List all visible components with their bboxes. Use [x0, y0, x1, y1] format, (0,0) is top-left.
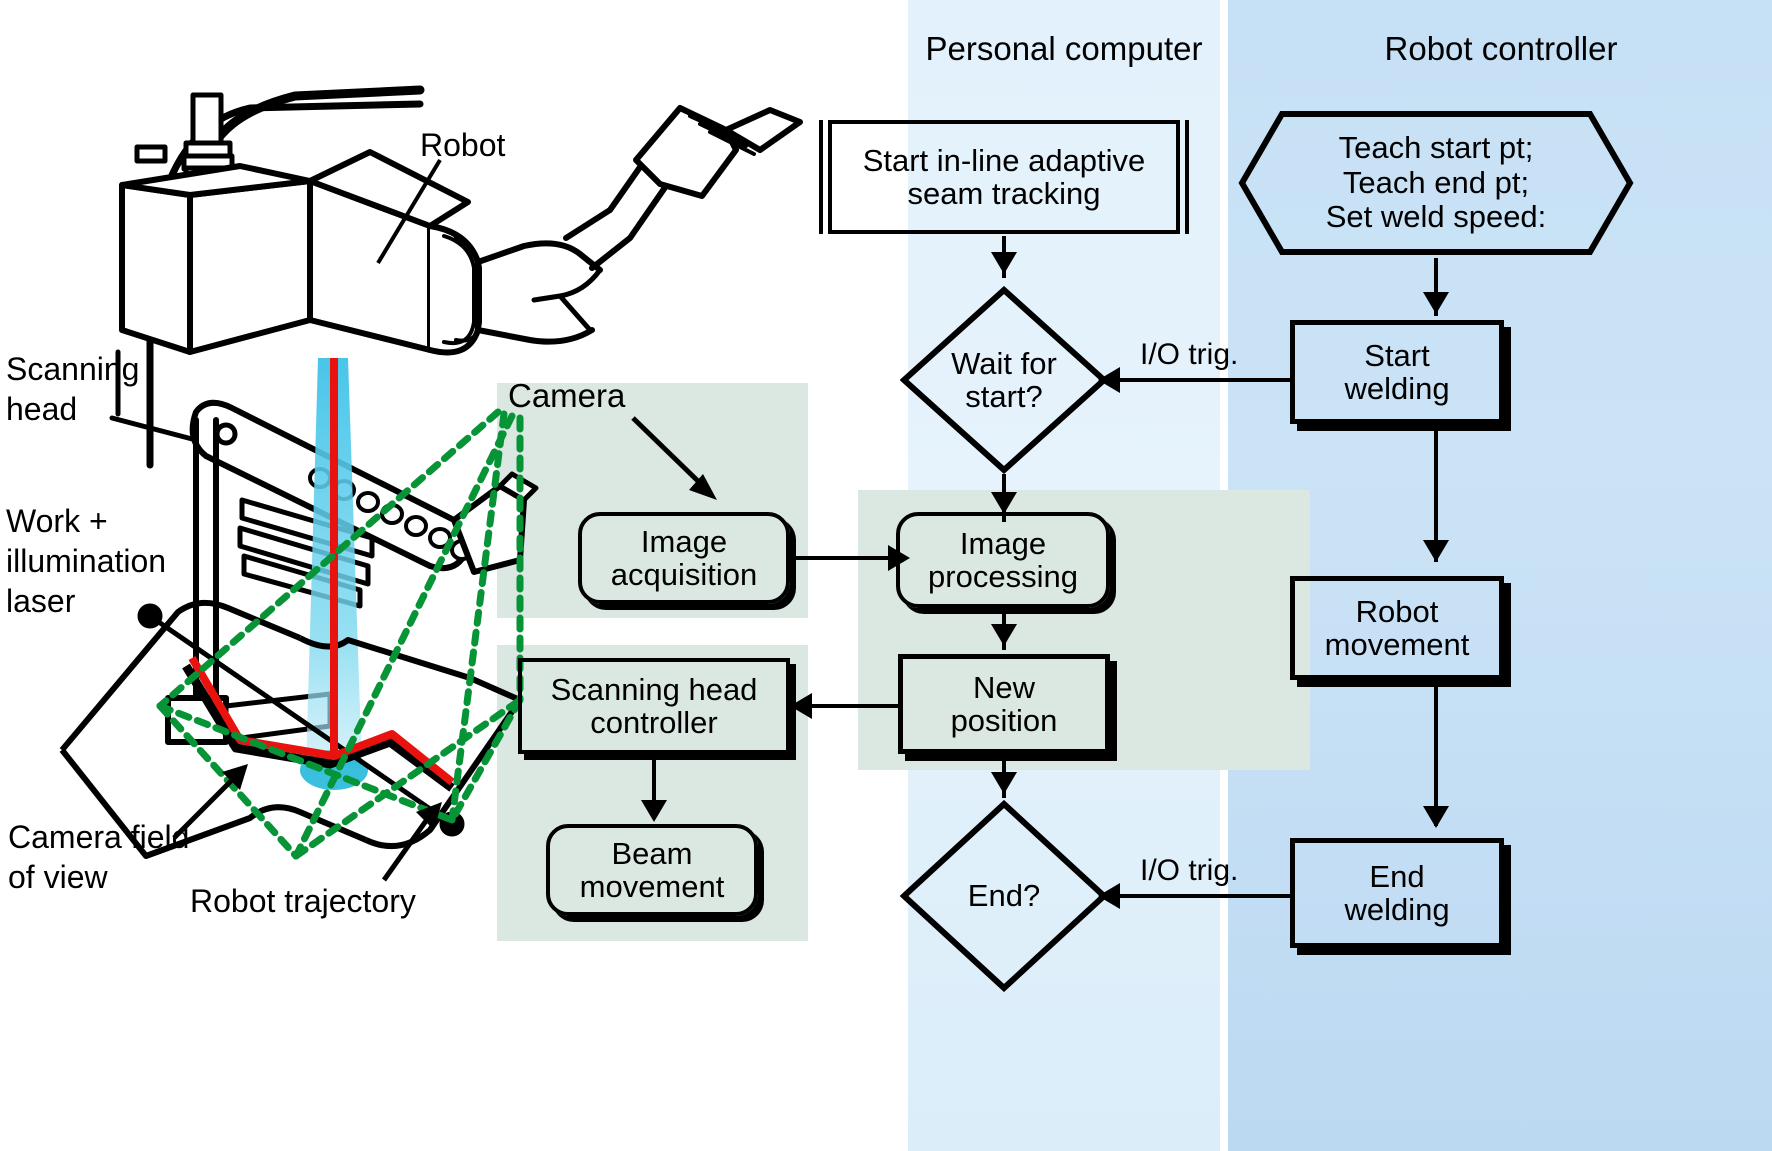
end-welding-node[interactable]: End welding [1290, 838, 1504, 948]
laser-welding-setup-illustration [59, 85, 803, 860]
edge-acquisition-to-processing [796, 556, 894, 560]
personal-computer-title: Personal computer [925, 30, 1203, 67]
edge-start-welding-to-movement [1434, 430, 1438, 562]
scanning-head-controller-line1: Scanning head [550, 671, 758, 707]
image-acquisition-line2: acquisition [610, 557, 758, 592]
camera-fov-leader-arrow [172, 764, 248, 840]
image-processing-line1: Image [959, 525, 1047, 561]
edge-newpos-to-end-arrowhead [991, 772, 1017, 794]
processing-panel-background [858, 490, 1310, 770]
image-acquisition-line1: Image [640, 523, 728, 559]
robot-trajectory-label: Robot trajectory [190, 883, 416, 919]
camera-field-of-view [156, 408, 524, 860]
robot-movement-node[interactable]: Robot movement [1290, 576, 1504, 680]
edge-wait-to-processing-arrowhead [991, 492, 1017, 514]
teach-line2: Teach end pt; [1342, 164, 1530, 200]
edge-movement-to-end-welding-arrowhead [1423, 806, 1449, 828]
start-welding-node[interactable]: Start welding [1290, 320, 1504, 424]
image-processing-node[interactable]: Image processing [896, 512, 1110, 608]
new-position-node[interactable]: New position [898, 654, 1110, 754]
beam-movement-line1: Beam [611, 835, 693, 871]
wait-for-start-line2: start? [965, 379, 1043, 414]
start-seam-tracking-line1: Start in-line adaptive [862, 142, 1146, 178]
scanning-head-controller-line2: controller [590, 705, 718, 740]
edge-newpos-to-controller-arrowhead [790, 693, 812, 719]
robot-controller-title: Robot controller [1384, 30, 1618, 67]
robot-leader-line [376, 158, 442, 265]
edge-controller-to-beam [652, 758, 656, 808]
edge-movement-to-end-welding [1434, 686, 1438, 826]
edge-start-welding-to-movement-arrowhead [1423, 540, 1449, 562]
end-welding-line1: End [1369, 858, 1425, 894]
wait-for-start-line1: Wait for [951, 345, 1057, 381]
edge-end-welding-to-end-arrowhead [1098, 883, 1120, 909]
new-position-line1: New [972, 669, 1035, 705]
work-laser-label-line1: Work + [6, 503, 108, 539]
camera-label: Camera [508, 377, 626, 414]
robot-movement-line2: movement [1324, 627, 1470, 662]
camera-panel-background [497, 383, 808, 618]
end-decision-label: End? [967, 878, 1041, 914]
edge-start-welding-to-wait [1110, 378, 1290, 382]
camera-fov-label-line2: of view [8, 859, 108, 895]
edge-start-to-wait-arrowhead [991, 252, 1017, 274]
work-laser-label-line2: illumination [6, 543, 167, 579]
scanning-head-label-line1: Scanning [6, 351, 140, 387]
beam-movement-line2: movement [579, 869, 725, 904]
robot-trajectory-leader-arrow [381, 802, 442, 882]
image-acquisition-node[interactable]: Image acquisition [578, 512, 790, 604]
io-trigger-bottom-label: I/O trig. [1140, 854, 1239, 887]
edge-start-welding-to-wait-arrowhead [1098, 367, 1120, 393]
edge-teach-to-start-welding [1434, 258, 1438, 316]
camera-to-acquisition-arrow [631, 416, 717, 500]
io-trigger-top-label: I/O trig. [1140, 338, 1239, 371]
robot-movement-line1: Robot [1355, 593, 1439, 629]
start-welding-line2: welding [1344, 371, 1450, 406]
teach-line3: Set weld speed: [1325, 199, 1547, 235]
end-welding-line2: welding [1344, 892, 1450, 927]
teach-line1: Teach start pt; [1338, 129, 1534, 165]
scanning-head-label-line2: head [6, 391, 78, 427]
edge-teach-to-start-welding-arrowhead [1423, 292, 1449, 314]
edge-controller-to-beam-arrowhead [641, 800, 667, 822]
wait-for-start-decision[interactable]: Wait for start? [900, 286, 1108, 474]
scanning-head-controller-node[interactable]: Scanning head controller [518, 658, 790, 754]
beam-movement-node[interactable]: Beam movement [546, 824, 758, 916]
edge-newpos-to-controller [808, 704, 900, 708]
end-decision[interactable]: End? [900, 800, 1108, 992]
camera-fov-label-line1: Camera field [8, 819, 190, 855]
edge-end-welding-to-end [1110, 894, 1290, 898]
teach-parameters-node[interactable]: Teach start pt; Teach end pt; Set weld s… [1238, 110, 1634, 256]
start-welding-line1: Start [1364, 337, 1430, 373]
start-seam-tracking-line2: seam tracking [907, 176, 1101, 211]
robot-controller-column-background [1228, 0, 1772, 1151]
edge-processing-to-newpos-arrowhead [991, 624, 1017, 646]
start-seam-tracking-node[interactable]: Start in-line adaptive seam tracking [819, 120, 1189, 234]
work-laser-label-line3: laser [6, 583, 76, 619]
new-position-line2: position [950, 703, 1058, 738]
image-processing-line2: processing [928, 559, 1078, 594]
robot-label: Robot [420, 127, 506, 163]
